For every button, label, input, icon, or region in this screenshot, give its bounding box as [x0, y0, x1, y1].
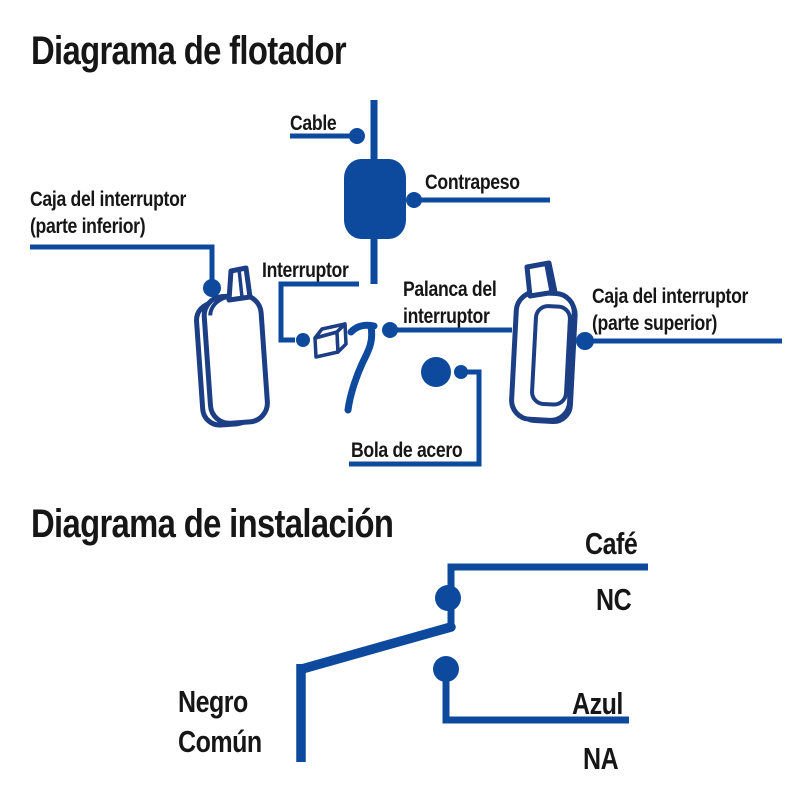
caja-inferior-label-line2: (parte inferior)	[30, 214, 146, 238]
float-left	[194, 292, 270, 428]
caja-inferior-label: Caja del interruptor (parte inferior)	[30, 186, 186, 240]
bola-label: Bola de acero	[351, 438, 463, 462]
cable-label: Cable	[290, 111, 337, 135]
common-lever-line	[297, 622, 456, 674]
interruptor-leader-dot	[296, 333, 310, 347]
palanca-lever-shaft	[344, 323, 376, 414]
bola-leader-line	[349, 369, 482, 467]
na-label: NA	[583, 742, 619, 776]
interruptor-leader-line	[278, 281, 359, 343]
caja-superior-label-line1: Caja del interruptor	[592, 284, 749, 308]
caja-superior-label: Caja del interruptor (parte superior)	[592, 283, 748, 337]
float-right-panel	[530, 304, 572, 407]
nc-contact-dot	[435, 585, 461, 611]
contrapeso-cylinder	[344, 159, 406, 239]
installation-diagram-title: Diagrama de instalación	[31, 502, 394, 546]
bola-de-acero-ball	[421, 357, 451, 387]
float-right	[509, 289, 578, 425]
interruptor-box	[313, 322, 348, 359]
azul-label: Azul	[572, 687, 623, 721]
float-diagram-title: Diagrama de flotador	[31, 29, 347, 73]
caja-inferior-leader-dot	[203, 279, 221, 297]
palanca-label: Palanca del interruptor	[403, 276, 497, 330]
float-left-accent	[208, 295, 227, 316]
float-right-cap-edge	[544, 263, 553, 292]
palanca-label-line1: Palanca del	[403, 277, 497, 301]
negro-comun-label-line2: Común	[178, 725, 262, 759]
na-wire	[442, 678, 629, 724]
negro-comun-label: Negro Común	[178, 682, 262, 762]
interruptor-box-side	[335, 322, 348, 354]
float-right-cap	[524, 260, 558, 299]
palanca-label-line2: interruptor	[403, 304, 490, 328]
caja-inferior-leader-line	[30, 244, 215, 282]
nc-label: NC	[596, 583, 632, 617]
float-left-cap-edge	[237, 268, 244, 298]
caja-inferior-label-line1: Caja del interruptor	[30, 187, 187, 211]
caja-superior-label-line2: (parte superior)	[592, 311, 718, 335]
negro-comun-label-line1: Negro	[178, 685, 248, 719]
float-left-body	[201, 292, 270, 426]
na-contact-dot	[433, 656, 459, 682]
cable-leader-dot	[349, 128, 365, 144]
cafe-label: Café	[585, 527, 638, 561]
contrapeso-label: Contrapeso	[425, 170, 520, 194]
interruptor-label: Interruptor	[262, 258, 349, 282]
palanca-lever	[344, 321, 378, 414]
